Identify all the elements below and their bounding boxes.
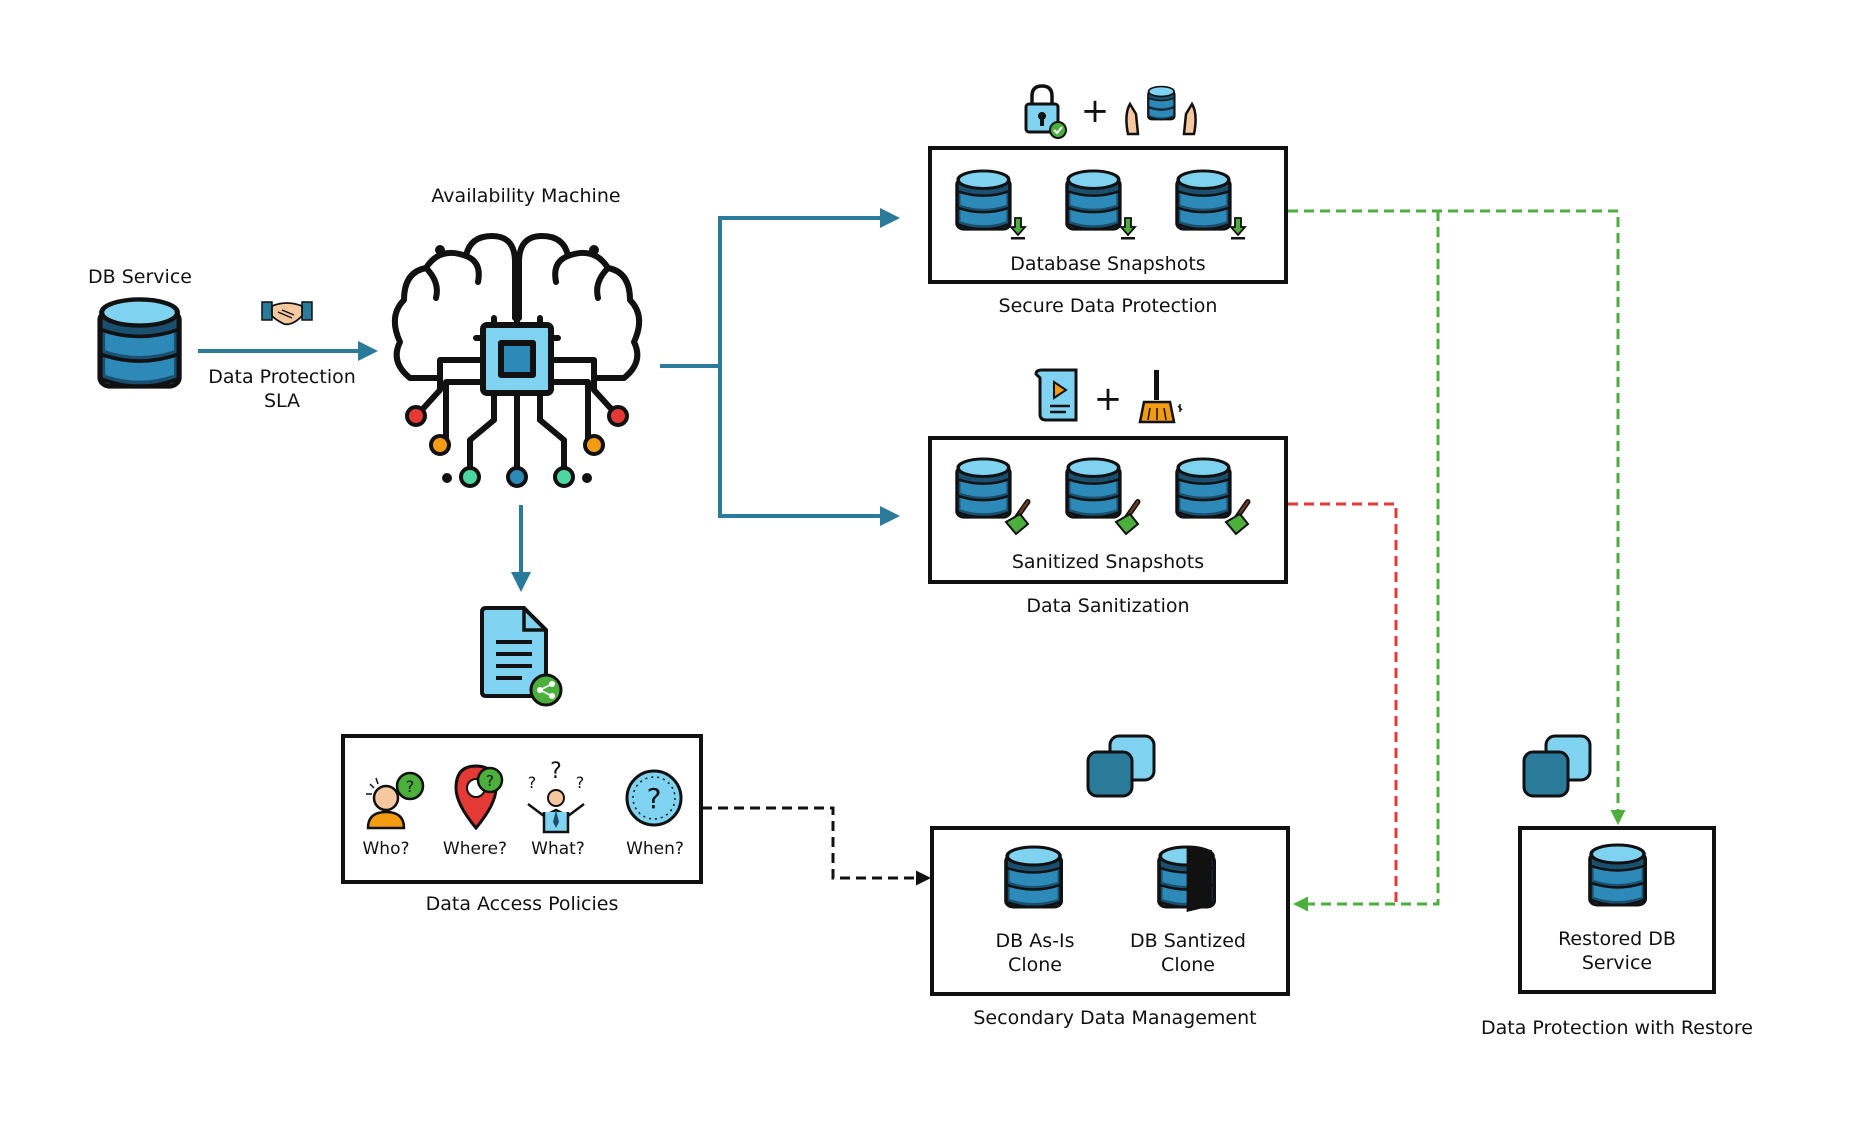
snapshot-db-icon-1	[955, 169, 1012, 231]
cleaning-broom-icon	[1138, 370, 1183, 424]
secure-data-protection-label: Secure Data Protection	[999, 295, 1218, 317]
asis-clone-label-line1: DB As-Is	[996, 930, 1075, 952]
svg-text:?: ?	[550, 759, 562, 784]
sanitized-flow-line	[1288, 502, 1398, 904]
policy-flow-arrow	[702, 806, 931, 886]
handshake-icon	[261, 301, 313, 326]
policy-label-what: What?	[531, 839, 585, 859]
db-service-icon	[100, 299, 179, 386]
database-snapshots-label: Database Snapshots	[1010, 253, 1205, 275]
svg-text:?: ?	[406, 777, 415, 796]
sanitized-db-icon-1	[955, 457, 1012, 519]
restored-db-label-line2: Service	[1582, 952, 1652, 974]
restore-clones-icon	[1522, 734, 1592, 798]
plus-sign-2: +	[1094, 379, 1123, 419]
db-service-label: DB Service	[88, 266, 192, 288]
clones-icon	[1086, 734, 1156, 798]
sanitized-clone-label-line2: Clone	[1161, 954, 1215, 976]
circuit-nodes	[405, 245, 629, 488]
policy-label-who: Who?	[362, 839, 409, 859]
svg-text:?: ?	[576, 773, 585, 792]
sanitized-db-icon-2	[1065, 457, 1122, 519]
restored-db-icon	[1588, 843, 1647, 907]
sanitized-clone-label-line1: DB Santized	[1130, 930, 1246, 952]
clock-question-icon: ?	[625, 769, 683, 827]
shared-document-icon	[480, 606, 563, 707]
machine-branch-arrows	[511, 208, 900, 592]
brain-chip-icon	[391, 233, 643, 473]
person-speech-icon: ?	[366, 771, 425, 830]
confused-person-icon: ? ? ?	[527, 759, 585, 834]
secondary-data-management-label: Secondary Data Management	[973, 1007, 1256, 1029]
data-access-policies-label: Data Access Policies	[426, 893, 619, 915]
policy-label-when: When?	[626, 839, 684, 859]
snapshot-db-icon-3	[1175, 169, 1232, 231]
sanitized-snapshots-label: Sanitized Snapshots	[1012, 551, 1204, 573]
lock-icon	[1024, 84, 1067, 139]
location-pin-icon: ?	[454, 764, 504, 831]
document-play-icon	[1034, 368, 1078, 422]
policy-label-where: Where?	[443, 839, 507, 859]
sla-label-line2: SLA	[264, 390, 300, 412]
asis-clone-db-icon	[1004, 845, 1063, 909]
sanitized-clone-db-icon	[1157, 845, 1216, 912]
availability-machine-label: Availability Machine	[431, 185, 620, 207]
snapshot-db-icon-2	[1065, 169, 1122, 231]
asis-clone-label-line2: Clone	[1008, 954, 1062, 976]
svg-text:?: ?	[528, 773, 537, 792]
svg-text:?: ?	[647, 782, 662, 815]
restore-flow-lines	[1288, 209, 1626, 912]
svg-text:?: ?	[486, 772, 494, 790]
data-protection-with-restore-label: Data Protection with Restore	[1481, 1017, 1753, 1039]
secondary-data-management-box	[930, 826, 1290, 996]
hands-holding-db-icon	[1125, 85, 1197, 136]
sanitized-db-icon-3	[1175, 457, 1232, 519]
restored-db-label-line1: Restored DB	[1558, 928, 1676, 950]
plus-sign-1: +	[1081, 91, 1110, 131]
sla-label-line1: Data Protection	[208, 366, 356, 388]
data-sanitization-label: Data Sanitization	[1026, 595, 1189, 617]
